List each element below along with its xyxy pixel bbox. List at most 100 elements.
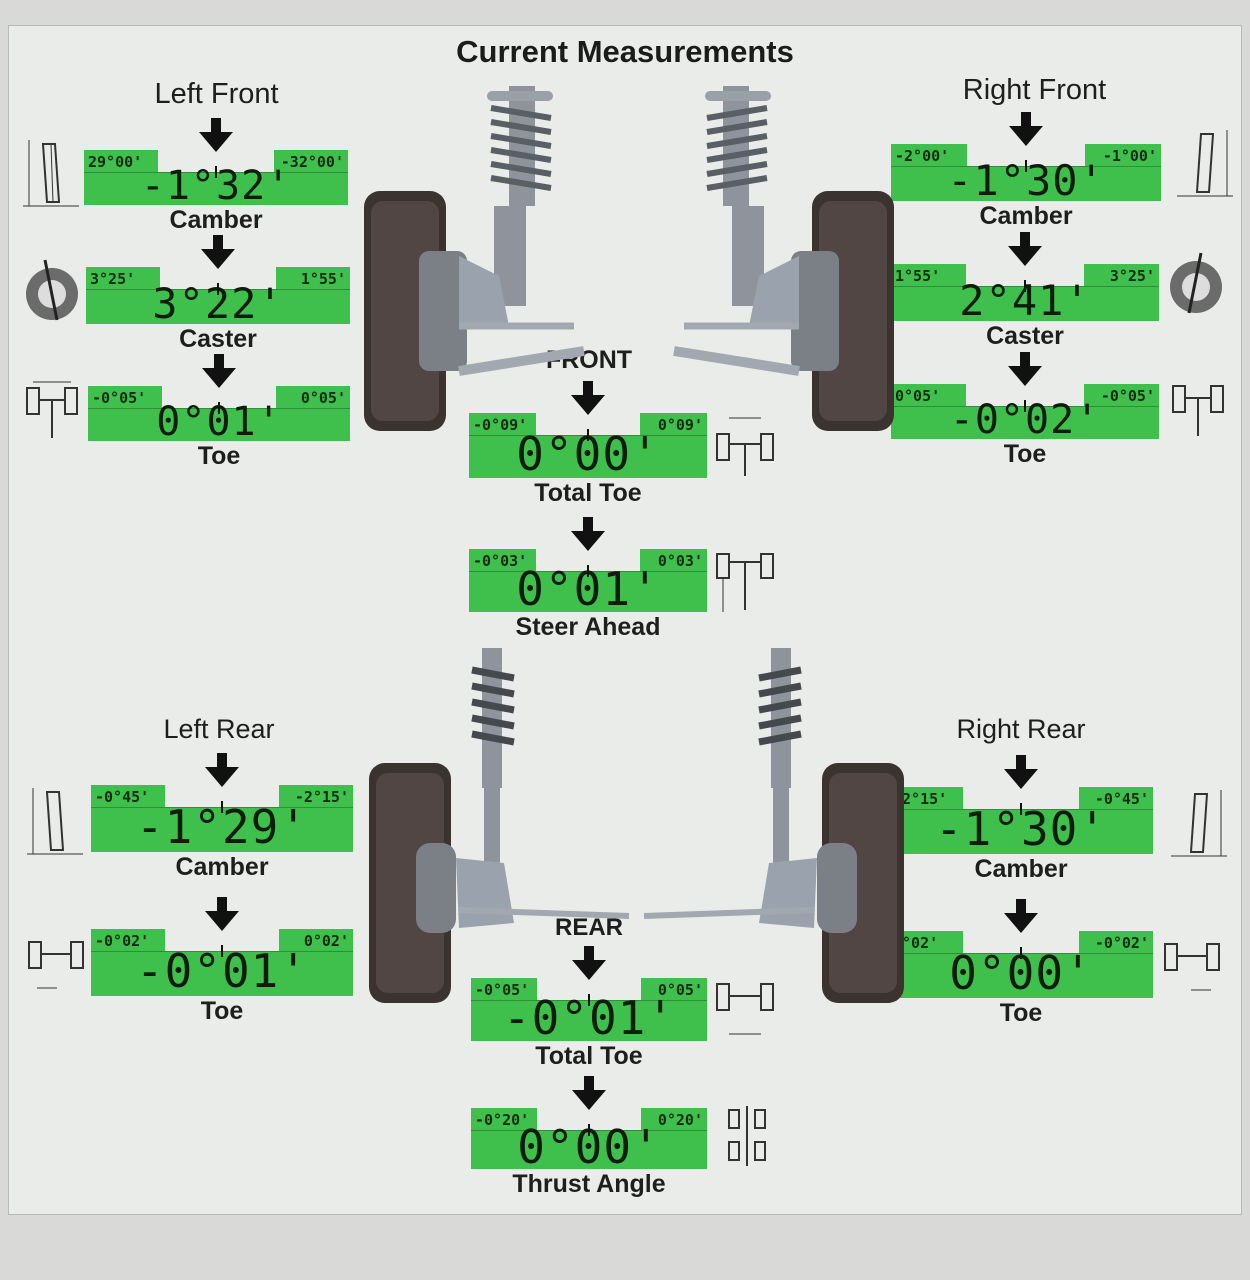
gauge-lf-camber: 29°00'-32°00'-1°32'Camber bbox=[84, 118, 348, 234]
gauge-min-limit: -0°20' bbox=[475, 1111, 530, 1129]
gauge-label: Toe bbox=[999, 999, 1043, 1027]
strut-suspension-icon bbox=[639, 648, 909, 1008]
gauge-max-limit: 3°25' bbox=[1109, 267, 1155, 285]
gauge-label: Camber bbox=[175, 853, 269, 881]
gauge-max-limit: -2°15' bbox=[294, 788, 349, 806]
gauge-center-tick bbox=[217, 283, 219, 295]
section-right-rear: Right Rear bbox=[956, 714, 1086, 744]
gauge-tab-left bbox=[891, 144, 967, 166]
gauge-max-limit: 0°03' bbox=[657, 552, 703, 570]
page-title: Current Measurements bbox=[456, 34, 794, 69]
gauge-tab-right bbox=[279, 929, 353, 951]
toe-diagram-icon bbox=[27, 934, 85, 998]
gauge-lf-toe: -0°05'0°05'0°01'Toe bbox=[88, 354, 350, 470]
gauge-tab-left bbox=[889, 787, 963, 809]
gauge-max-limit: 0°09' bbox=[657, 416, 703, 434]
gauge-steer-ahead: -0°03'0°03'0°01'Steer Ahead bbox=[469, 517, 707, 641]
gauge-rr-camber: -2°15'-0°45'-1°30'Camber bbox=[889, 755, 1153, 883]
caster-diagram-icon bbox=[1167, 251, 1225, 315]
gauge-body bbox=[469, 571, 707, 612]
gauge-max-limit: -0°05' bbox=[1100, 387, 1155, 405]
gauge-min-limit: -2°15' bbox=[893, 790, 948, 808]
gauge-center-tick bbox=[215, 166, 217, 178]
gauge-value: 2°41' bbox=[959, 276, 1091, 325]
gauge-value: -0°01' bbox=[502, 991, 676, 1045]
gauge-tab-left bbox=[891, 264, 966, 286]
gauge-min-limit: 29°00' bbox=[88, 153, 143, 171]
gauge-max-limit: 0°05' bbox=[657, 981, 703, 999]
alignment-report: Current Measurements Left Front Right Fr… bbox=[8, 25, 1242, 1215]
gauge-value: 0°01' bbox=[156, 399, 282, 445]
gauge-tab-right bbox=[1079, 931, 1153, 953]
gauge-tab-left bbox=[891, 384, 966, 406]
gauge-value: -1°32' bbox=[140, 163, 292, 209]
gauge-min-limit: 1°55' bbox=[895, 267, 941, 285]
strut-suspension-icon bbox=[649, 86, 899, 436]
gauge-value: -1°30' bbox=[934, 802, 1108, 856]
camber-diagram-icon bbox=[1171, 788, 1227, 858]
gauge-value: 0°00' bbox=[516, 427, 660, 481]
gauge-tab-right bbox=[1085, 144, 1161, 166]
gauge-tab-left bbox=[91, 929, 165, 951]
gauge-center-tick bbox=[221, 945, 223, 957]
gauge-center-tick bbox=[1024, 280, 1026, 292]
gauge-center-tick bbox=[587, 565, 589, 577]
gauge-label: Camber bbox=[974, 855, 1068, 883]
gauge-max-limit: 0°20' bbox=[657, 1111, 703, 1129]
gauge-label: Thrust Angle bbox=[512, 1170, 666, 1198]
gauge-center-tick bbox=[1020, 947, 1022, 959]
gauge-tab-right bbox=[276, 386, 350, 408]
gauge-value: 0°00' bbox=[517, 1120, 661, 1174]
gauge-max-limit: -1°00' bbox=[1102, 147, 1157, 165]
gauge-lr-camber: -0°45'-2°15'-1°29'Camber bbox=[91, 753, 353, 881]
gauge-value: -1°29' bbox=[135, 800, 309, 854]
gauge-body bbox=[889, 809, 1153, 854]
gauge-center-tick bbox=[221, 801, 223, 813]
gauge-thrust-angle: -0°20' 0°20'0°00'Thrust Angle bbox=[471, 1076, 707, 1198]
gauge-rf-caster: 1°55'3°25'2°41'Caster bbox=[891, 232, 1159, 350]
gauge-tab-left bbox=[86, 267, 160, 289]
toe-diagram-icon bbox=[1169, 376, 1227, 446]
gauge-min-limit: -0°02' bbox=[95, 932, 150, 950]
gauge-lf-caster: 3°25'1°55'3°22'Caster bbox=[86, 235, 350, 353]
gauge-label: Toe bbox=[1003, 440, 1047, 468]
gauge-rr-toe: 0°02'-0°02'0°00'Toe bbox=[889, 899, 1153, 1027]
gauge-tab-left bbox=[469, 549, 536, 571]
gauge-tab-right bbox=[641, 978, 707, 1000]
gauge-min-limit: -0°03' bbox=[473, 552, 528, 570]
gauge-min-limit: -0°05' bbox=[475, 981, 530, 999]
gauge-lr-toe: -0°02'0°02'-0°01'Toe bbox=[91, 897, 353, 1025]
gauge-center-tick bbox=[1024, 400, 1026, 412]
gauge-rear-total-toe: -0°05'0°05'-0°01'Total Toe bbox=[471, 946, 707, 1070]
gauge-center-tick bbox=[218, 402, 220, 414]
toe-diagram-icon bbox=[1163, 936, 1221, 1000]
gauge-tab-right bbox=[1084, 264, 1159, 286]
gauge-tab-right bbox=[1079, 787, 1153, 809]
gauge-value: -0°02' bbox=[949, 397, 1101, 443]
gauge-center-tick bbox=[588, 1124, 590, 1136]
gauge-tab-right bbox=[641, 1108, 707, 1130]
gauge-rf-camber: -2°00'-1°00'-1°30'Camber bbox=[891, 112, 1161, 230]
gauge-center-tick bbox=[588, 994, 590, 1006]
strut-suspension-icon bbox=[359, 86, 609, 436]
gauge-max-limit: -0°02' bbox=[1094, 934, 1149, 952]
thrust-angle-diagram-icon bbox=[727, 1104, 767, 1168]
gauge-tab-left bbox=[469, 413, 536, 435]
section-left-front: Left Front bbox=[154, 78, 279, 110]
gauge-tab-left bbox=[91, 785, 165, 807]
gauge-tab-right bbox=[276, 267, 350, 289]
gauge-tab-left bbox=[471, 978, 537, 1000]
gauge-min-limit: -0°05' bbox=[92, 389, 147, 407]
camber-diagram-icon bbox=[27, 786, 83, 856]
gauge-value: -0°01' bbox=[135, 944, 309, 998]
gauge-front-total-toe: -0°09'0°09'0°00'Total Toe bbox=[469, 381, 707, 507]
gauge-tab-left bbox=[84, 150, 158, 172]
gauge-min-limit: -0°09' bbox=[473, 416, 528, 434]
gauge-label: Caster bbox=[179, 325, 257, 353]
gauge-max-limit: -32°00' bbox=[280, 153, 344, 171]
gauge-label: Camber bbox=[979, 202, 1073, 230]
gauge-max-limit: 0°05' bbox=[300, 389, 346, 407]
caster-diagram-icon bbox=[23, 258, 81, 322]
gauge-tab-left bbox=[471, 1108, 537, 1130]
gauge-tab-left bbox=[889, 931, 963, 953]
